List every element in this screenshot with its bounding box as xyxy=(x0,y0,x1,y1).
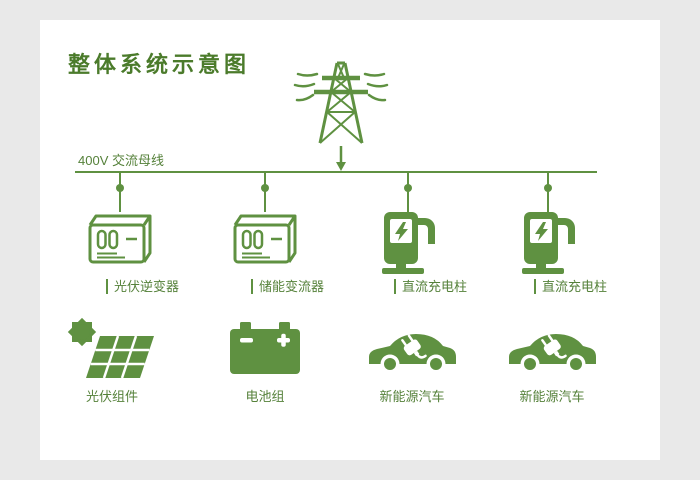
bus-node-dot xyxy=(116,184,124,192)
device-label: 直流充电柱 xyxy=(534,279,607,294)
device-label: 储能变流器 xyxy=(251,279,324,294)
bus-drop-line xyxy=(264,172,266,212)
down-arrow-icon xyxy=(335,146,347,171)
transmission-tower-icon xyxy=(293,60,389,146)
bus-node-dot xyxy=(544,184,552,192)
component-label: 光伏组件 xyxy=(85,389,138,404)
component-label: 新能源汽车 xyxy=(519,389,585,404)
bus-node-dot xyxy=(261,184,269,192)
component-label: 电池组 xyxy=(245,389,285,404)
diagram-card: 整体系统示意图 xyxy=(40,20,660,460)
pv-inverter-icon xyxy=(87,212,153,274)
ev-car-icon xyxy=(504,319,600,377)
page-title: 整体系统示意图 xyxy=(68,52,251,77)
component-label: 新能源汽车 xyxy=(379,389,445,404)
device-label: 直流充电柱 xyxy=(394,279,467,294)
battery-pack-icon xyxy=(230,322,300,376)
dc-charger-icon xyxy=(522,210,578,276)
bus-drop-line xyxy=(547,172,549,212)
ac-bus-label: 400V 交流母线 xyxy=(78,153,164,168)
bus-node-dot xyxy=(404,184,412,192)
solar-panel-icon xyxy=(66,316,158,380)
bus-drop-line xyxy=(119,172,121,212)
dc-charger-icon xyxy=(382,210,438,276)
ev-car-icon xyxy=(364,319,460,377)
device-label: 光伏逆变器 xyxy=(106,279,179,294)
ac-bus-line xyxy=(75,171,597,173)
storage-converter-icon xyxy=(232,212,298,274)
bus-drop-line xyxy=(407,172,409,212)
